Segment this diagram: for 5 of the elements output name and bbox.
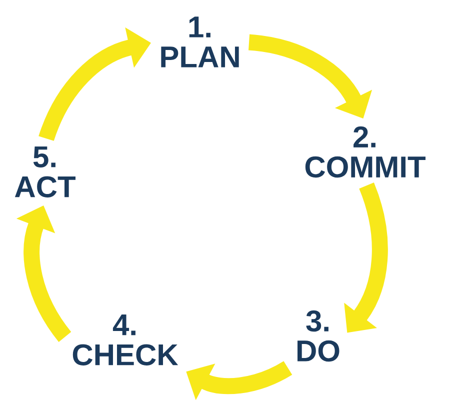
stage-label: 3. DO <box>298 310 340 362</box>
stage-label: 5. ACT <box>14 146 76 198</box>
stage-label: 2. COMMIT <box>305 126 426 178</box>
stage-label: 1. PLAN <box>161 16 239 68</box>
stage-label: 4. CHECK <box>72 314 178 366</box>
